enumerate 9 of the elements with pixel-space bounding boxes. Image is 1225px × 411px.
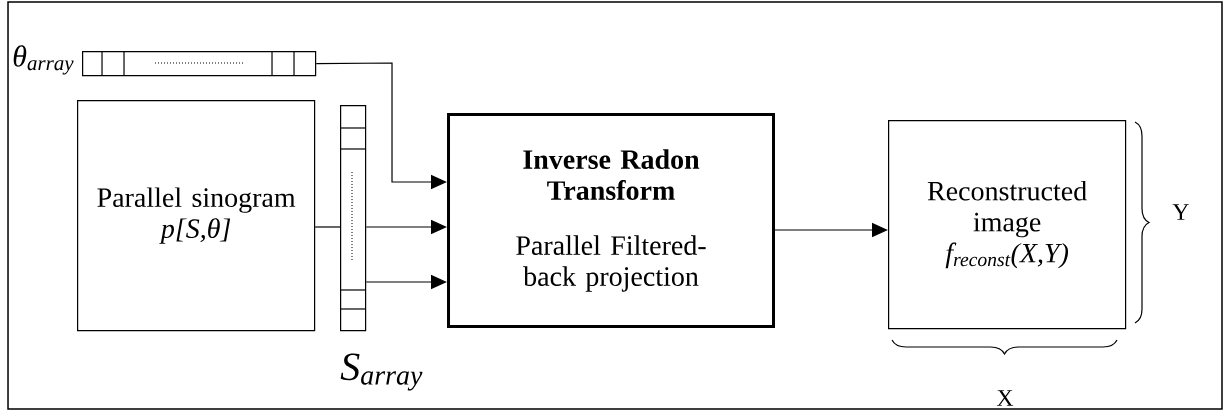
axis-label: X [996, 390, 1014, 406]
array-bar [339, 105, 367, 332]
process-box: Reconstructed image f$_{reconst}$(X,Y) [888, 120, 1127, 330]
array-label: θ$_{array}$ [13, 45, 74, 75]
array-bar [82, 50, 317, 77]
array-label: S$_{array}$ [340, 353, 423, 391]
process-box: Inverse Radon Transform Parallel Filtered-back projection [447, 113, 775, 328]
axis-label: Y [1172, 204, 1189, 220]
process-box: Parallel sinogram p[S,θ] [77, 100, 316, 332]
